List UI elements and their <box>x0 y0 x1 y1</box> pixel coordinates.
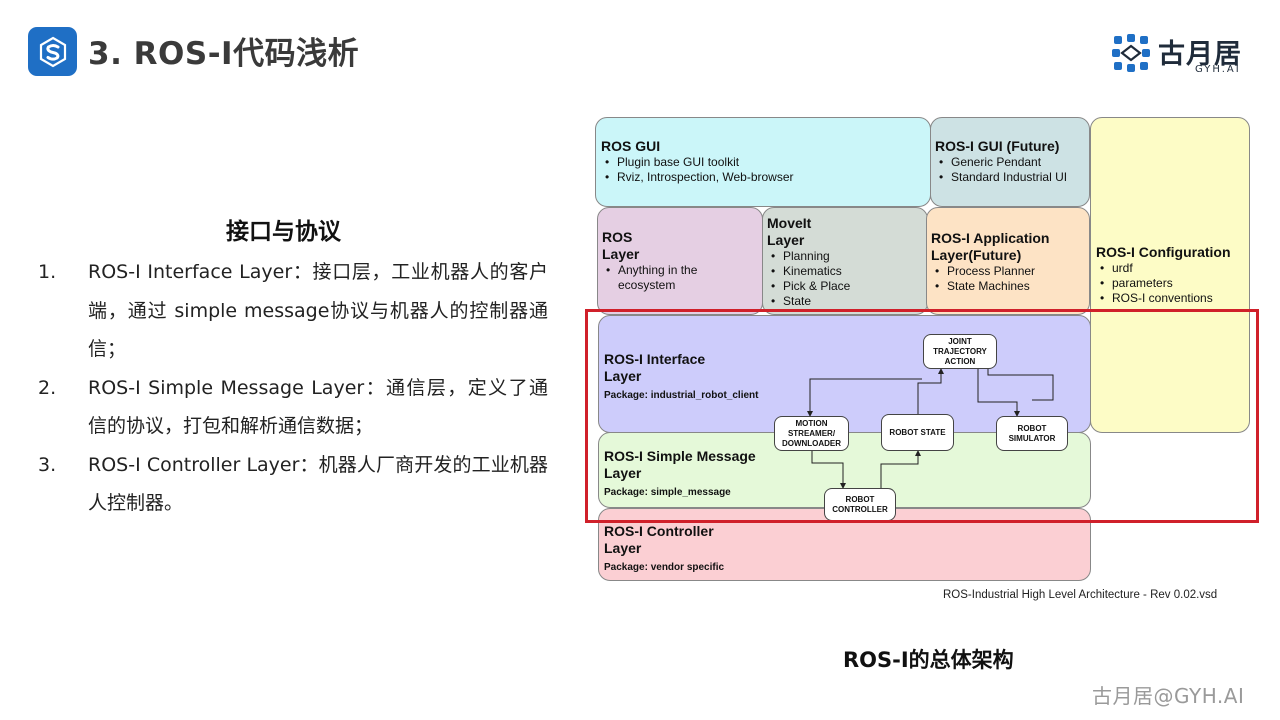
moveit-item: Kinematics <box>767 264 927 279</box>
moveit-item: State <box>767 294 927 309</box>
config-item: ROS-I conventions <box>1096 291 1249 306</box>
s-logo-icon <box>28 27 77 76</box>
layer-list: 1. ROS-I Interface Layer：接口层，工业机器人的客户端，通… <box>38 253 548 523</box>
page-title: 3. ROS-I代码浅析 <box>88 36 360 72</box>
ros-layer-subtitle: Layer <box>602 246 640 262</box>
node-label: SIMULATOR <box>1008 433 1056 443</box>
list-text: ROS-I Simple Message Layer：通信层，定义了通信的协议，… <box>88 376 548 438</box>
figure-title: ROS-I的总体架构 <box>843 648 1014 672</box>
app-layer-box: ROS-I Application Layer(Future) Process … <box>926 207 1090 315</box>
list-text: ROS-I Interface Layer：接口层，工业机器人的客户端，通过 s… <box>88 261 548 360</box>
brand-domain: GYH.AI <box>1195 64 1241 75</box>
ros-gui-title: ROS GUI <box>601 138 661 154</box>
controller-subtitle: Layer <box>604 540 642 556</box>
simple-message-package: Package: simple_message <box>604 487 731 498</box>
brand-logo: 古月居 GYH.AI <box>1110 30 1250 78</box>
brand-name: 古月居 <box>1158 39 1242 70</box>
simple-message-title: ROS-I Simple Message <box>604 448 756 464</box>
robot-simulator-node: ROBOT SIMULATOR <box>996 416 1068 451</box>
ros-layer-item: Anything in the ecosystem <box>602 263 722 293</box>
diagram-caption: ROS-Industrial High Level Architecture -… <box>943 589 1218 601</box>
robot-controller-node: ROBOT CONTROLLER <box>824 488 896 521</box>
list-number: 2. <box>38 376 57 399</box>
config-box: ROS-I Configuration urdf parameters ROS-… <box>1090 117 1250 433</box>
interface-title: ROS-I Interface <box>604 351 706 367</box>
motion-streamer-node: MOTION STREAMER/ DOWNLOADER <box>774 416 849 451</box>
section-heading: 接口与协议 <box>226 219 341 245</box>
list-item: 1. ROS-I Interface Layer：接口层，工业机器人的客户端，通… <box>38 253 548 369</box>
ros-gui-box: ROS GUI Plugin base GUI toolkit Rviz, In… <box>595 117 931 207</box>
interface-package: Package: industrial_robot_client <box>604 390 759 401</box>
brand-mark-icon <box>1112 34 1150 72</box>
node-label: ROBOT <box>1017 423 1047 433</box>
list-item: 2. ROS-I Simple Message Layer：通信层，定义了通信的… <box>38 369 548 446</box>
moveit-item: Pick & Place <box>767 279 927 294</box>
joint-trajectory-node: JOINT TRAJECTORY ACTION <box>923 334 997 369</box>
node-label: STREAMER/ <box>787 428 836 438</box>
rosi-gui-box: ROS-I GUI (Future) Generic Pendant Stand… <box>930 117 1090 207</box>
app-layer-title: ROS-I Application <box>931 230 1050 246</box>
node-label: JOINT <box>948 336 972 346</box>
controller-package: Package: vendor specific <box>604 562 725 573</box>
rosi-gui-title: ROS-I GUI (Future) <box>935 138 1060 154</box>
ros-layer-box: ROS Layer Anything in the ecosystem <box>597 207 763 315</box>
node-label: MOTION <box>795 418 828 428</box>
rosi-gui-item: Generic Pendant <box>935 155 1089 170</box>
moveit-box: MoveIt Layer Planning Kinematics Pick & … <box>762 207 928 315</box>
list-text: ROS-I Controller Layer：机器人厂商开发的工业机器人控制器。 <box>88 453 548 515</box>
ros-layer-title: ROS <box>602 229 633 245</box>
node-label: CONTROLLER <box>832 504 888 514</box>
robot-state-node: ROBOT STATE <box>881 414 954 451</box>
moveit-title: MoveIt <box>767 215 812 231</box>
simple-message-subtitle: Layer <box>604 465 642 481</box>
app-layer-subtitle: Layer(Future) <box>931 247 1022 263</box>
app-layer-item: Process Planner <box>931 264 1089 279</box>
ros-gui-item: Rviz, Introspection, Web-browser <box>601 170 930 185</box>
app-layer-item: State Machines <box>931 279 1089 294</box>
config-title: ROS-I Configuration <box>1096 244 1231 260</box>
node-label: TRAJECTORY <box>933 346 987 356</box>
ros-gui-item: Plugin base GUI toolkit <box>601 155 930 170</box>
config-item: parameters <box>1096 276 1249 291</box>
list-number: 3. <box>38 453 57 476</box>
watermark: 古月居@GYH.AI <box>1092 684 1245 708</box>
rosi-gui-item: Standard Industrial UI <box>935 170 1089 185</box>
node-label: ROBOT STATE <box>889 427 946 437</box>
config-item: urdf <box>1096 261 1249 276</box>
list-item: 3. ROS-I Controller Layer：机器人厂商开发的工业机器人控… <box>38 446 548 523</box>
node-label: ROBOT <box>845 494 875 504</box>
list-number: 1. <box>38 261 57 283</box>
node-label: ACTION <box>944 356 976 366</box>
moveit-item: Planning <box>767 249 927 264</box>
moveit-subtitle: Layer <box>767 232 805 248</box>
controller-title: ROS-I Controller <box>604 523 714 539</box>
interface-subtitle: Layer <box>604 368 642 384</box>
node-label: DOWNLOADER <box>781 438 842 448</box>
